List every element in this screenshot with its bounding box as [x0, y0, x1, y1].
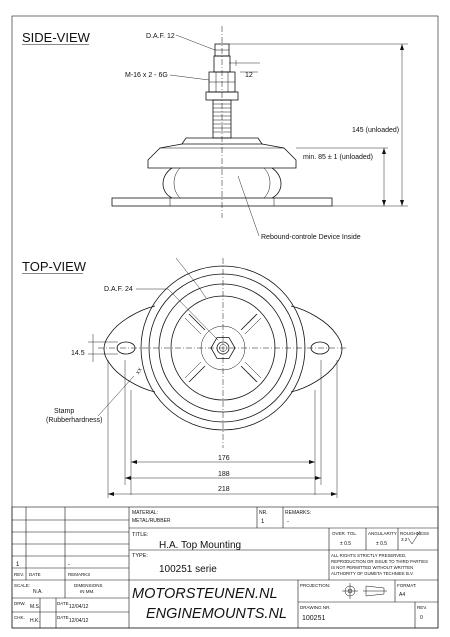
nr-value: 1: [261, 519, 265, 525]
side-dim-12: 12: [245, 72, 253, 79]
drw-date-label: DATE: [57, 601, 69, 606]
rev-nr-label: REV.: [417, 605, 427, 610]
scale-label: SCALE:: [14, 583, 30, 588]
stamp-hardness-label: (Rubberhardness): [46, 417, 102, 424]
type-label: TYPE:: [132, 553, 148, 559]
side-view-drawing: [111, 26, 333, 218]
drawing-nr-value: 100251: [302, 615, 325, 622]
remarks-label: REMARKS:: [285, 510, 311, 516]
remarks-value: -: [287, 519, 289, 525]
chk-label: CHK.: [14, 615, 25, 620]
revision-remark: -: [68, 562, 70, 568]
revision-number: 1: [16, 562, 20, 568]
side-daf-label: D.A.F. 12: [146, 33, 175, 40]
over-tol-value: ± 0.5: [340, 541, 351, 547]
format-value: A4: [399, 592, 405, 598]
stamp-label: Stamp: [54, 408, 74, 415]
format-label: FORMAT:: [397, 583, 416, 588]
chk-value: H.K.: [30, 618, 40, 624]
chk-date: 12/04/12: [69, 618, 89, 624]
projection-label: PROJECTION:: [300, 583, 330, 588]
rights-line-3: IS NOT PERMITTED WITHOUT WRITTEN: [331, 565, 413, 570]
brand-motorsteunen: MOTORSTEUNEN.NL: [132, 586, 278, 602]
angularity-label: ANGULARITY: [368, 531, 397, 536]
drw-value: M.S.: [30, 604, 40, 610]
dimensions-label: DIMENSIONS: [74, 583, 103, 588]
material-label: MATERIAL:: [132, 510, 158, 516]
rights-line-2: REPRODUCTION OR ISSUE TO THIRD PARTIES: [331, 559, 428, 564]
drw-date: 12/04/12: [69, 604, 89, 610]
top-dim-218: 218: [218, 486, 230, 493]
dimensions-unit-label: IN MM.: [80, 589, 95, 594]
remarks-column-label: REMARKS: [68, 572, 90, 577]
rev-column-label: REV.: [14, 572, 24, 577]
drw-label: DRW.: [14, 601, 26, 606]
rebound-device-label: Rebound-controle Device Inside: [261, 234, 361, 241]
rights-line-4: AUTHORITY OF GUMETA TECHNIEK B.V.: [331, 571, 414, 576]
side-view-title: SIDE-VIEW: [22, 30, 91, 45]
height-unloaded-label: 145 (unloaded): [352, 127, 399, 134]
chk-date-label: DATE: [57, 615, 69, 620]
nr-label: NR.: [259, 510, 268, 516]
roughness-label: ROUGHNESS: [400, 531, 429, 536]
rev-nr-value: 0: [420, 615, 423, 621]
top-view-drawing: [98, 258, 348, 448]
brand-enginemounts: ENGINEMOUNTS.NL: [146, 606, 287, 622]
date-column-label: DATE: [29, 572, 41, 577]
scale-value: N.A.: [33, 589, 43, 595]
mark-xx: XX: [135, 366, 144, 375]
material-value: METAL/RUBBER: [132, 518, 171, 524]
drawing-title: H.A. Top Mounting: [159, 540, 241, 551]
title-label: TITLE:: [132, 532, 149, 538]
thread-label: M-16 x 2 - 6G: [125, 72, 168, 79]
roughness-value: 3.2: [401, 537, 408, 542]
top-view-title: TOP-VIEW: [22, 259, 87, 274]
min-height-label: min. 85 ± 1 (unloaded): [303, 154, 373, 161]
top-daf-label: D.A.F. 24: [104, 286, 133, 293]
top-dim-176: 176: [218, 455, 230, 462]
rights-line-1: ALL RIGHTS STRICTLY PRESERVED.: [331, 553, 406, 558]
title-block: [11, 506, 439, 629]
angularity-value: ± 0.5: [376, 541, 387, 547]
top-dim-188: 188: [218, 471, 230, 478]
drawing-type: 100251 serie: [159, 564, 217, 575]
drawing-nr-label: DRAWING NR.: [300, 605, 331, 610]
over-tol-label: OVER. TOL.: [332, 531, 357, 536]
top-dim-14-5: 14.5: [71, 350, 85, 357]
